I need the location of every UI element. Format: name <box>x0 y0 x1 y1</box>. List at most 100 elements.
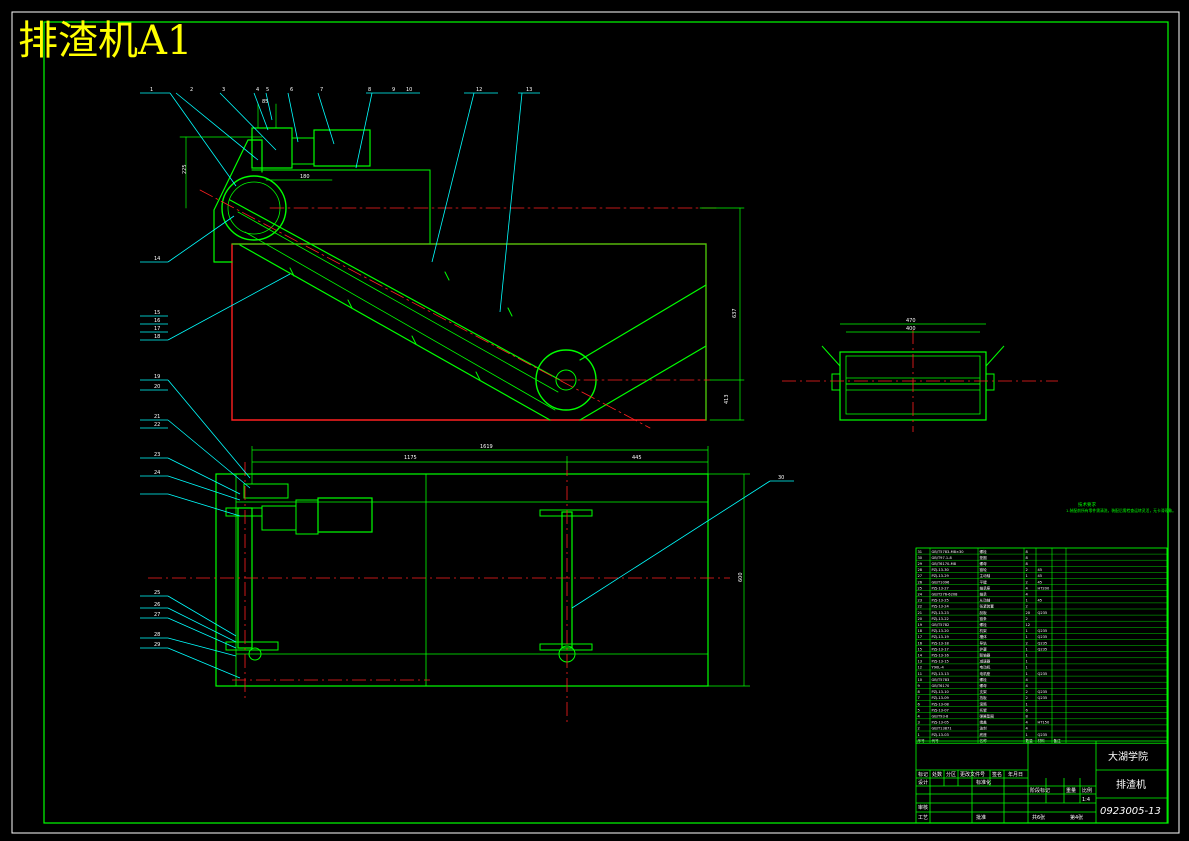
parts-cell: 1 <box>1026 629 1028 633</box>
tb-change-doc: 更改文件号 <box>960 771 985 778</box>
parts-cell: PZJ-13-27 <box>932 586 949 590</box>
tail-shaft <box>555 369 577 391</box>
parts-cell: 7 <box>918 696 920 700</box>
tb-sheet-current: 第4张 <box>1070 814 1083 821</box>
leader-label: 30 <box>778 475 784 481</box>
parts-cell: 油封 <box>980 726 988 731</box>
parts-cell: 2 <box>1026 605 1028 609</box>
inner-border <box>43 21 1169 824</box>
parts-cell: 24 <box>918 593 923 597</box>
parts-cell: GB/T276-6208 <box>932 593 959 597</box>
dimension-texts: 85 225 180 637 413 1619 1175 445 600 470… <box>182 99 916 582</box>
dim-text: 413 <box>724 394 730 404</box>
parts-cell: PZJ-13-25 <box>932 599 949 603</box>
parts-cell: 代号 <box>932 738 940 743</box>
dim-text: 1619 <box>480 444 493 450</box>
tb-standard: 标准化 <box>976 779 991 786</box>
leader-label: 1 <box>150 87 153 93</box>
plan-dimensions <box>251 446 750 687</box>
parts-cell: 1 <box>1026 635 1028 639</box>
parts-cell: 弹簧垫圈 <box>980 714 995 719</box>
parts-cell: 31 <box>918 550 923 554</box>
tb-scale: 1:4 <box>1082 797 1090 803</box>
parts-cell: 滚筒 <box>980 701 988 706</box>
leader-label: 23 <box>154 452 160 458</box>
parts-cell: GB/T6170-M8 <box>932 562 957 566</box>
leader-label: 9 <box>392 87 395 93</box>
parts-cell: PZJ-13-29 <box>932 574 950 578</box>
tank-outline <box>231 243 707 421</box>
conveyor-inner-rail <box>244 231 556 411</box>
head-frame <box>213 139 263 263</box>
tb-weight: 重量 <box>1066 787 1076 794</box>
drawing-number: 0923005-13 <box>1100 806 1161 817</box>
parts-cell: 4 <box>1026 593 1029 597</box>
parts-cell: 2 <box>1026 641 1028 645</box>
parts-cell: PZJ-13-19 <box>932 635 950 639</box>
tb-process: 工艺 <box>918 815 928 821</box>
parts-cell: Q235 <box>1038 690 1048 694</box>
parts-cell: Q235 <box>1038 629 1048 633</box>
parts-cell: HT150 <box>1038 721 1050 725</box>
parts-cell: 8 <box>1026 556 1029 560</box>
parts-cell: 联轴器 <box>980 653 991 658</box>
parts-cell: 挡板 <box>980 695 988 700</box>
parts-cell: GB/T5782 <box>932 623 950 627</box>
parts-cell: 13 <box>918 660 923 664</box>
parts-cell: 9 <box>918 684 921 688</box>
tech-heading: 技术要求 <box>1078 501 1096 508</box>
parts-cell: 11 <box>918 672 923 676</box>
dim-text: 637 <box>732 308 738 318</box>
parts-cell: PZJ-13-03 <box>932 733 949 737</box>
leader-label: 12 <box>476 87 482 93</box>
parts-cell: 1 <box>1026 702 1028 706</box>
parts-cell: 45 <box>1038 580 1043 584</box>
dim-text: 445 <box>632 455 642 461</box>
plan-outline <box>215 473 709 687</box>
parts-cell: 张紧装置 <box>980 604 995 609</box>
tb-approve: 批准 <box>976 814 986 821</box>
parts-cell: 4 <box>918 715 921 719</box>
leader-label: 10 <box>406 87 412 93</box>
parts-cell: 2 <box>1026 696 1028 700</box>
parts-cell: 螺栓 <box>980 677 988 682</box>
parts-cell: 6 <box>918 702 921 706</box>
conveyor-lower-rail <box>239 244 551 421</box>
parts-cell: 底座 <box>980 732 988 737</box>
side-view <box>179 103 745 429</box>
tb-count: 处数 <box>932 771 942 778</box>
parts-cell: 电机座 <box>980 671 991 676</box>
parts-cell: 12 <box>1026 623 1031 627</box>
parts-cell: Q235 <box>1038 696 1048 700</box>
dim-text: 1175 <box>404 455 417 461</box>
leader-label: 3 <box>222 87 225 93</box>
tb-date: 年月日 <box>1008 771 1023 778</box>
parts-cell: 1 <box>1026 654 1028 658</box>
parts-cell: 导轨 <box>980 640 988 645</box>
plan-view <box>148 446 750 722</box>
dim-text: 225 <box>182 164 188 174</box>
leader-label: 28 <box>154 632 160 638</box>
parts-cell: 5 <box>918 708 920 712</box>
parts-cell: PZJ-13-15 <box>932 660 949 664</box>
parts-cell: 备注 <box>1054 738 1062 743</box>
parts-cell: 14 <box>918 654 923 658</box>
leader-label: 29 <box>154 642 160 648</box>
parts-cell: 3 <box>918 721 920 725</box>
parts-cell: GB/T6170 <box>932 684 951 688</box>
parts-cell: 1 <box>1026 733 1028 737</box>
outer-border <box>11 11 1180 834</box>
tb-mark: 标记 <box>918 771 928 778</box>
parts-cell: 2 <box>918 727 920 731</box>
leader-labels: 1 2 3 4 5 6 7 8 9 10 12 13 14 15 16 17 1… <box>150 87 784 648</box>
parts-cell: PZJ-13-16 <box>932 654 950 658</box>
head-drum <box>221 175 287 241</box>
parts-cell: 垫圈 <box>980 555 988 560</box>
parts-cell: Q235 <box>1038 672 1048 676</box>
leader-label: 7 <box>320 87 323 93</box>
leader-label: 27 <box>154 612 160 618</box>
parts-cell: GB/T13871 <box>932 727 952 731</box>
dim-text: 400 <box>906 326 916 332</box>
parts-cell: 护罩 <box>980 646 988 651</box>
